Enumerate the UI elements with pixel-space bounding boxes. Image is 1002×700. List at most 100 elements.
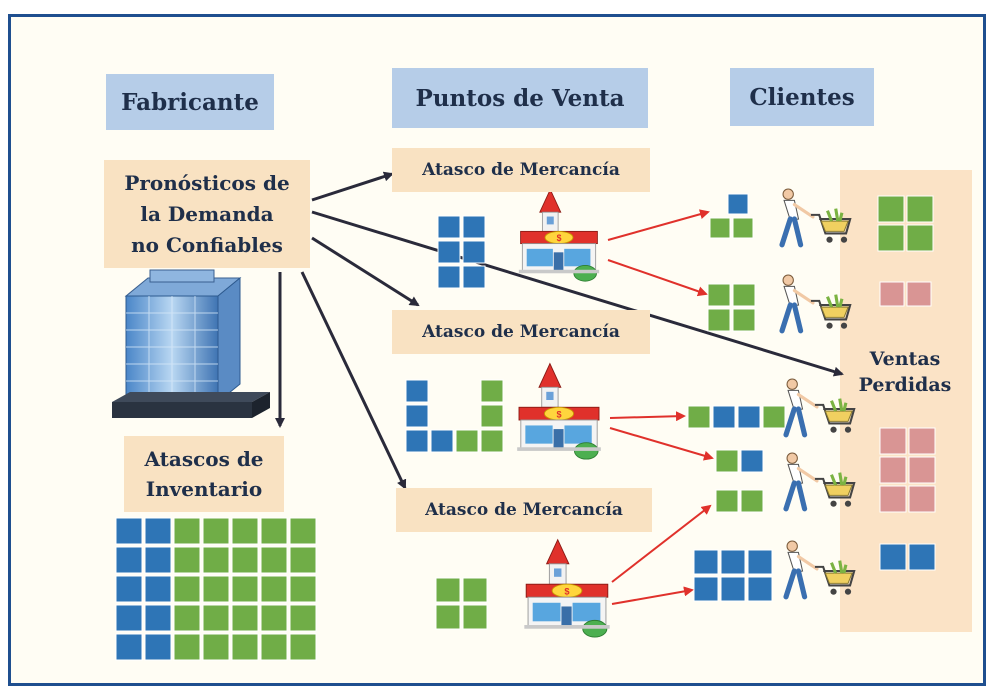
atascos-inventario-line-1: Atascos de [144, 447, 264, 471]
ventas-perdidas-line-1: Ventas [869, 348, 941, 370]
inventory-block [908, 427, 936, 455]
pronosticos-line-3: no Confiables [131, 232, 283, 257]
inventory-block [687, 405, 711, 429]
inventory-block [173, 604, 201, 632]
inventory-block [877, 224, 905, 252]
inventory-block [115, 633, 143, 661]
store-icon [523, 539, 611, 638]
inventory-block [260, 546, 288, 574]
inventory-block [437, 240, 461, 264]
inventory-block [879, 485, 907, 513]
inventory-block [115, 546, 143, 574]
inventory-block [435, 604, 461, 630]
inventory-block [709, 217, 731, 239]
office-building-icon [112, 269, 270, 418]
inventory-block [715, 449, 739, 473]
inventory-block [879, 456, 907, 484]
atasco-mercancia-text-3: Atasco de Mercancía [425, 500, 623, 520]
inventory-block [480, 379, 504, 403]
inventory-block [173, 575, 201, 603]
inventory-block [144, 604, 172, 632]
ventas-perdidas-line-2: Perdidas [858, 374, 952, 396]
inventory-block [720, 549, 746, 575]
inventory-block [712, 405, 736, 429]
inventory-block [231, 633, 259, 661]
inventory-block [908, 456, 936, 484]
inventory-block [260, 604, 288, 632]
inventory-block [740, 449, 764, 473]
inventory-block [437, 265, 461, 289]
pronosticos-line-1: Pronósticos de [124, 170, 290, 195]
pronosticos-line-2: la Demanda [140, 201, 274, 226]
inventory-block [732, 217, 754, 239]
arrow-store3-client6 [611, 586, 694, 605]
inventory-block [289, 546, 317, 574]
inventory-block [908, 543, 936, 571]
inventory-block [715, 489, 739, 513]
header-fabricante: Fabricante [106, 74, 274, 130]
inventory-block [115, 517, 143, 545]
atasco-mercancia-label-1: Atasco de Mercancía [392, 148, 650, 192]
inventory-block [173, 546, 201, 574]
inventory-block [289, 604, 317, 632]
atasco-mercancia-label-3: Atasco de Mercancía [396, 488, 652, 532]
inventory-block [173, 633, 201, 661]
inventory-block [747, 576, 773, 602]
inventory-block [908, 485, 936, 513]
arrow-store1-client1 [607, 209, 710, 241]
inventory-block [231, 604, 259, 632]
ventas-perdidas-label: Ventas Perdidas [846, 346, 964, 398]
header-puntos-de-venta: Puntos de Venta [392, 68, 648, 128]
inventory-block [462, 604, 488, 630]
inventory-block [455, 429, 479, 453]
inventory-block [879, 281, 905, 307]
inventory-block [231, 517, 259, 545]
arrow-to-store-2 [311, 236, 420, 307]
inventory-block [906, 281, 932, 307]
inventory-block [480, 404, 504, 428]
inventory-block [115, 575, 143, 603]
arrow-store2-client3 [609, 411, 686, 422]
inventory-block [462, 265, 486, 289]
header-puntos-de-venta-text: Puntos de Venta [415, 84, 625, 112]
inventory-block [231, 575, 259, 603]
inventory-block [405, 404, 429, 428]
inventory-block [462, 215, 486, 239]
shopper-with-cart-icon [782, 189, 850, 245]
inventory-block [737, 405, 761, 429]
arrow-to-ventas-perdidas [311, 210, 844, 377]
inventory-block [435, 577, 461, 603]
inventory-block [732, 308, 756, 332]
inventory-block [405, 379, 429, 403]
shopper-with-cart-icon [782, 275, 850, 331]
inventory-block [144, 517, 172, 545]
inventory-block [202, 633, 230, 661]
inventory-block [720, 576, 746, 602]
inventory-block [115, 604, 143, 632]
header-clientes: Clientes [730, 68, 874, 126]
inventory-block [289, 517, 317, 545]
atasco-mercancia-text-1: Atasco de Mercancía [422, 160, 620, 180]
inventory-block [202, 546, 230, 574]
atasco-mercancia-text-2: Atasco de Mercancía [422, 322, 620, 342]
inventory-block [202, 604, 230, 632]
inventory-block [707, 308, 731, 332]
inventory-block [462, 577, 488, 603]
inventory-block [740, 489, 764, 513]
inventory-block [707, 283, 731, 307]
inventory-block [260, 633, 288, 661]
inventory-block [462, 240, 486, 264]
inventory-block [202, 575, 230, 603]
arrow-store2-client4 [609, 427, 714, 461]
pronosticos-label: Pronósticos de la Demanda no Confiables [104, 160, 310, 268]
inventory-block [430, 429, 454, 453]
store-icon [516, 363, 602, 460]
inventory-block [289, 633, 317, 661]
inventory-block [289, 575, 317, 603]
header-fabricante-text: Fabricante [121, 88, 259, 116]
inventory-block [879, 543, 907, 571]
arrow-to-store-3 [300, 271, 407, 490]
inventory-block [405, 429, 429, 453]
inventory-block [879, 427, 907, 455]
inventory-block [144, 633, 172, 661]
